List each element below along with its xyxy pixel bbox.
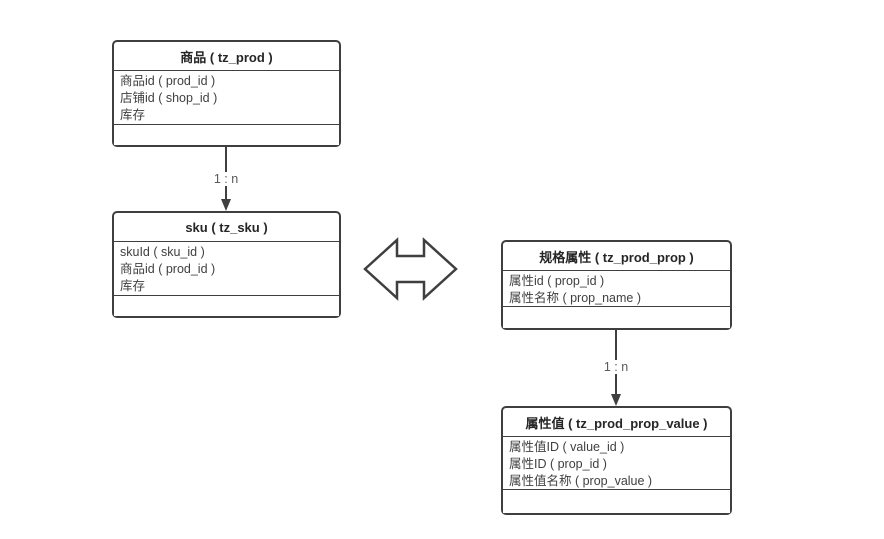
field-row: 属性名称 ( prop_name ) — [509, 290, 724, 306]
field-row: 库存 — [120, 278, 333, 295]
entity-table-prod-prop-value-footer — [503, 489, 730, 513]
connector-prop-value-label: 1 : n — [601, 360, 631, 374]
field-row: 属性值ID ( value_id ) — [509, 439, 724, 456]
connector-prop-value-arrowhead-icon — [611, 394, 621, 406]
field-row: 店铺id ( shop_id ) — [120, 90, 333, 107]
entity-table-prod-footer — [114, 124, 339, 145]
field-row: 属性id ( prop_id ) — [509, 273, 724, 290]
entity-table-prod-prop-title: 规格属性 ( tz_prod_prop ) — [503, 242, 730, 270]
connector-prod-sku-label: 1 : n — [211, 172, 241, 186]
entity-table-prod-prop[interactable]: 规格属性 ( tz_prod_prop ) 属性id ( prop_id ) 属… — [501, 240, 732, 330]
connector-prod-sku-arrowhead-icon — [221, 199, 231, 211]
entity-table-prod[interactable]: 商品 ( tz_prod ) 商品id ( prod_id ) 店铺id ( s… — [112, 40, 341, 147]
entity-table-prod-title: 商品 ( tz_prod ) — [114, 42, 339, 70]
entity-table-prod-fields: 商品id ( prod_id ) 店铺id ( shop_id ) 库存 — [114, 70, 339, 124]
field-row: 库存 — [120, 107, 333, 124]
entity-table-sku-fields: skuId ( sku_id ) 商品id ( prod_id ) 库存 — [114, 241, 339, 295]
field-row: skuId ( sku_id ) — [120, 244, 333, 261]
entity-table-prod-prop-value[interactable]: 属性值 ( tz_prod_prop_value ) 属性值ID ( value… — [501, 406, 732, 515]
entity-table-sku[interactable]: sku ( tz_sku ) skuId ( sku_id ) 商品id ( p… — [112, 211, 341, 318]
entity-table-sku-title: sku ( tz_sku ) — [114, 213, 339, 241]
double-arrow-icon[interactable] — [363, 237, 459, 301]
entity-table-prod-prop-fields: 属性id ( prop_id ) 属性名称 ( prop_name ) — [503, 270, 730, 306]
entity-table-prod-prop-value-title: 属性值 ( tz_prod_prop_value ) — [503, 408, 730, 436]
entity-table-prod-prop-value-fields: 属性值ID ( value_id ) 属性ID ( prop_id ) 属性值名… — [503, 436, 730, 489]
field-row: 属性ID ( prop_id ) — [509, 456, 724, 473]
entity-table-prod-prop-footer — [503, 306, 730, 328]
field-row: 商品id ( prod_id ) — [120, 73, 333, 90]
field-row: 属性值名称 ( prop_value ) — [509, 473, 724, 489]
entity-table-sku-footer — [114, 295, 339, 316]
field-row: 商品id ( prod_id ) — [120, 261, 333, 278]
